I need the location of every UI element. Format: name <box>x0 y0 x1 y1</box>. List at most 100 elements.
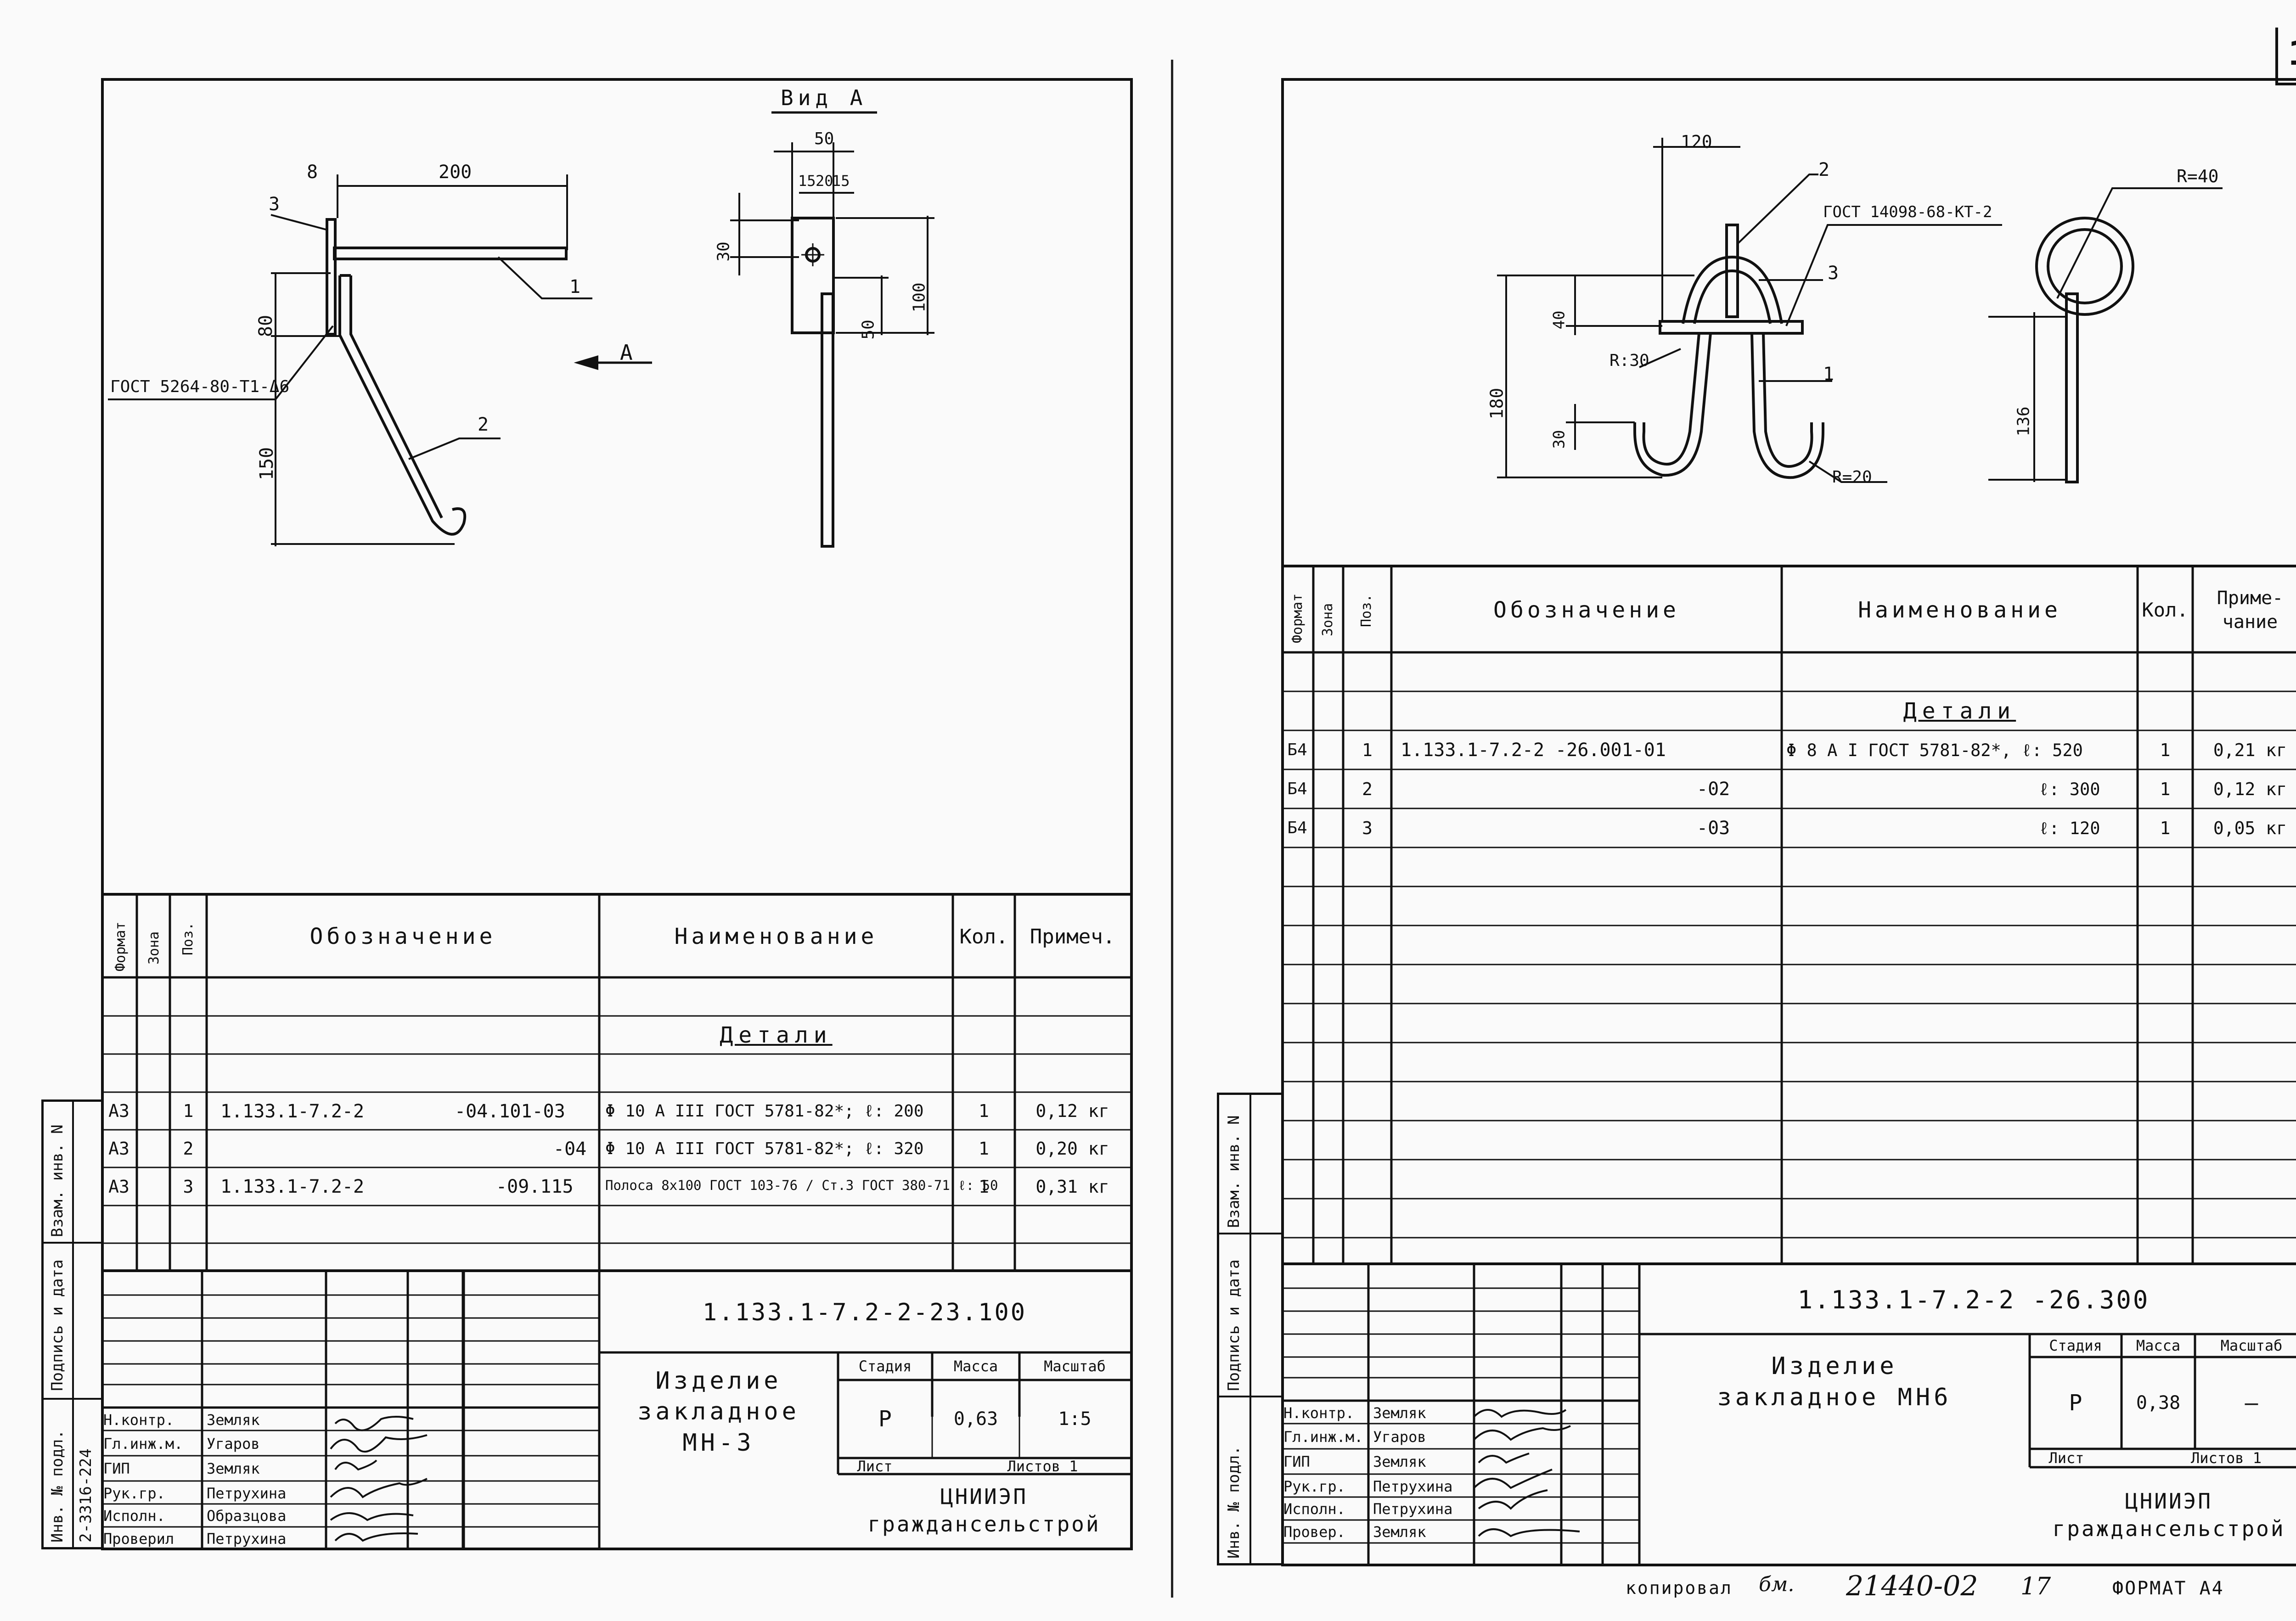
left-name-1: Земляк <box>207 1411 260 1429</box>
right-org: ЦНИИЭП гражданcельстрой <box>2052 1489 2285 1541</box>
right-name-5: Петрухина <box>1373 1500 1453 1518</box>
left-sheet-label: Лист <box>857 1457 893 1475</box>
right-side-label-replace: Взам. инв. N <box>1225 1115 1243 1228</box>
right-signatures <box>1473 1409 1580 1537</box>
copy-signature: бм. <box>1759 1573 1795 1596</box>
right-scale-label: Масштаб <box>2220 1337 2283 1354</box>
hdr-name: Наименование <box>674 924 878 949</box>
callout-3: 3 <box>269 194 280 215</box>
right-name-4: Петрухина <box>1373 1478 1453 1495</box>
dim-200: 200 <box>439 162 472 183</box>
view-a-title: Вид А <box>781 85 867 110</box>
r-hdr-qty: Кол. <box>2142 599 2189 621</box>
r-hdr-note: Приме-чание <box>2217 587 2284 633</box>
side-bar <box>2065 292 2079 483</box>
format-label: ФОРМАТ А4 <box>2112 1578 2224 1599</box>
right-title-grid <box>1281 1265 2296 1564</box>
r-row2-name: ℓ: 300 <box>2039 780 2100 799</box>
right-role-3: ГИП <box>1283 1453 1310 1470</box>
dim-30-right: 30 <box>1550 430 1569 449</box>
left-role-1: Н.контр. <box>103 1411 174 1429</box>
right-stage: Р <box>2069 1390 2082 1416</box>
right-role-6: Провер. <box>1283 1523 1345 1541</box>
r-row2-designation: -02 <box>1697 779 1730 800</box>
left-scale: 1:5 <box>1058 1408 1092 1430</box>
view-arrow-label: А <box>620 340 633 365</box>
row3-format: А3 <box>108 1176 129 1197</box>
callout-3-right: 3 <box>1828 263 1839 284</box>
left-scale-label: Масштаб <box>1044 1357 1106 1375</box>
row1-designation-suffix: -04.101-03 <box>455 1101 565 1122</box>
left-name-2: Угаров <box>207 1435 260 1453</box>
dim-r40: R=40 <box>2177 166 2219 186</box>
left-role-4: Рук.гр. <box>103 1485 165 1502</box>
r-hdr-pos: Поз. <box>1358 594 1374 627</box>
row3-pos: 3 <box>183 1176 194 1197</box>
row1-name: Φ 10 А III ГОСТ 5781-82*; ℓ: 200 <box>605 1102 924 1121</box>
hdr-note: Примеч. <box>1030 925 1115 948</box>
r-section-details: Детали <box>1903 698 2016 724</box>
plate-part-3 <box>326 218 337 336</box>
row3-note: 0,31 кг <box>1035 1176 1109 1197</box>
left-mass: 0,63 <box>953 1408 998 1430</box>
left-name-5: Образцова <box>207 1507 287 1525</box>
r-hdr-format: Формат <box>1289 593 1306 643</box>
left-role-2: Гл.инж.м. <box>103 1435 183 1453</box>
r-row3-name: ℓ: 120 <box>2039 819 2100 838</box>
r-row1-format: Б4 <box>1287 740 1307 759</box>
right-sheet-label: Лист <box>2048 1449 2084 1467</box>
left-signatures <box>330 1416 428 1542</box>
left-role-5: Исполн. <box>103 1507 165 1525</box>
r-hdr-zone: Зона <box>1320 603 1336 636</box>
row3-designation-suffix: -09.115 <box>496 1176 574 1197</box>
fold-line <box>1171 60 1173 1598</box>
r-row1-designation: 1.133.1-7.2-2 -26.001-01 <box>1401 740 1666 761</box>
r-row3-format: Б4 <box>1287 819 1307 837</box>
right-role-1: Н.контр. <box>1283 1404 1355 1422</box>
right-name-1: Земляк <box>1373 1404 1426 1422</box>
dim-15b: 15 <box>832 172 850 190</box>
dim-15: 15 <box>798 172 816 190</box>
right-spec-table: Формат Зона Поз. Обозначение Наименовани… <box>1281 565 2296 1265</box>
right-name-6: Земляк <box>1373 1523 1426 1541</box>
r-row3-note: 0,05 кг <box>2213 818 2287 838</box>
r-row2-note: 0,12 кг <box>2213 779 2287 799</box>
r-row1-name: Φ 8 А I ГОСТ 5781-82*, ℓ: 520 <box>1786 740 2083 760</box>
left-name-6: Петрухина <box>207 1530 287 1548</box>
page-number-box: 16 <box>2275 28 2296 85</box>
r-row1-note: 0,21 кг <box>2213 740 2287 760</box>
left-doc-code: 1.133.1-7.2-2-23.100 <box>702 1298 1027 1326</box>
row2-note: 0,20 кг <box>1035 1139 1109 1159</box>
dim-50: 50 <box>814 129 834 148</box>
dim-120: 120 <box>1681 132 1712 152</box>
dim-r30: R:30 <box>1609 351 1649 370</box>
row1-qty: 1 <box>979 1101 989 1121</box>
right-scale: – <box>2245 1390 2258 1416</box>
leg-left <box>1642 333 1700 466</box>
dim-180: 180 <box>1486 387 1507 420</box>
dim-20: 20 <box>816 172 833 190</box>
left-name-3: Земляк <box>207 1460 260 1477</box>
left-role-6: Проверил <box>103 1530 174 1548</box>
left-stage-label: Стадия <box>858 1357 912 1375</box>
row3-name: Полоса 8х100 ГОСТ 103-76 / Ст.3 ГОСТ 380… <box>605 1178 998 1193</box>
row2-name: Φ 10 А III ГОСТ 5781-82*; ℓ: 320 <box>605 1139 924 1158</box>
r-row3-pos: 3 <box>1362 818 1373 838</box>
gost-14098: ГОСТ 14098-68-КТ-2 <box>1823 203 1992 221</box>
callout-1: 1 <box>569 276 581 297</box>
left-name-4: Петрухина <box>207 1485 287 1502</box>
callout-2: 2 <box>478 414 489 435</box>
left-spec-grid <box>101 896 1130 1272</box>
section-details: Детали <box>720 1022 833 1048</box>
leg-right <box>1762 333 1813 468</box>
row1-designation: 1.133.1-7.2-2 <box>220 1101 365 1122</box>
row2-format: А3 <box>108 1139 129 1159</box>
right-sheet-frame <box>1281 78 2296 1566</box>
row2-designation-suffix: -04 <box>553 1139 587 1160</box>
right-doc-code: 1.133.1-7.2-2 -26.300 <box>1797 1285 2150 1314</box>
row1-pos: 1 <box>183 1101 194 1121</box>
right-sheets-label: Листов 1 <box>2190 1449 2262 1467</box>
left-title-block: 1.133.1-7.2-2-23.100 Изделие закладное М… <box>101 1269 1130 1548</box>
